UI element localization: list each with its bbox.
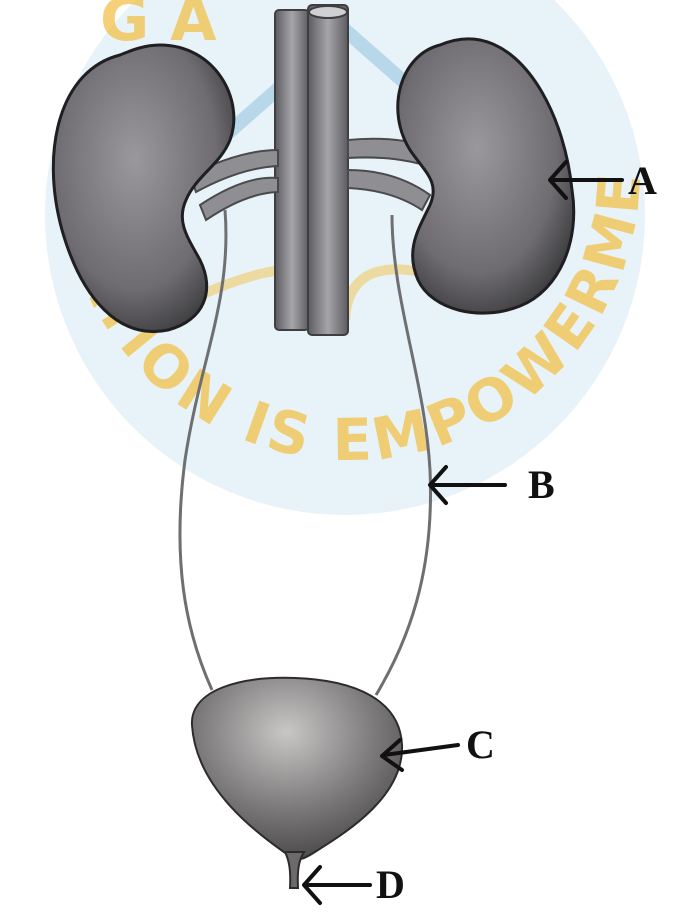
arrow-d: [304, 867, 370, 903]
aorta: [275, 10, 309, 330]
arrow-c: [382, 740, 458, 770]
label-a: A: [628, 158, 657, 203]
label-b: B: [528, 462, 555, 507]
urethra: [285, 852, 304, 888]
major-blood-vessels: [275, 5, 348, 335]
vena-cava: [308, 5, 348, 335]
label-d: D: [376, 862, 405, 907]
urinary-bladder: [192, 678, 402, 859]
label-c: C: [466, 722, 495, 767]
